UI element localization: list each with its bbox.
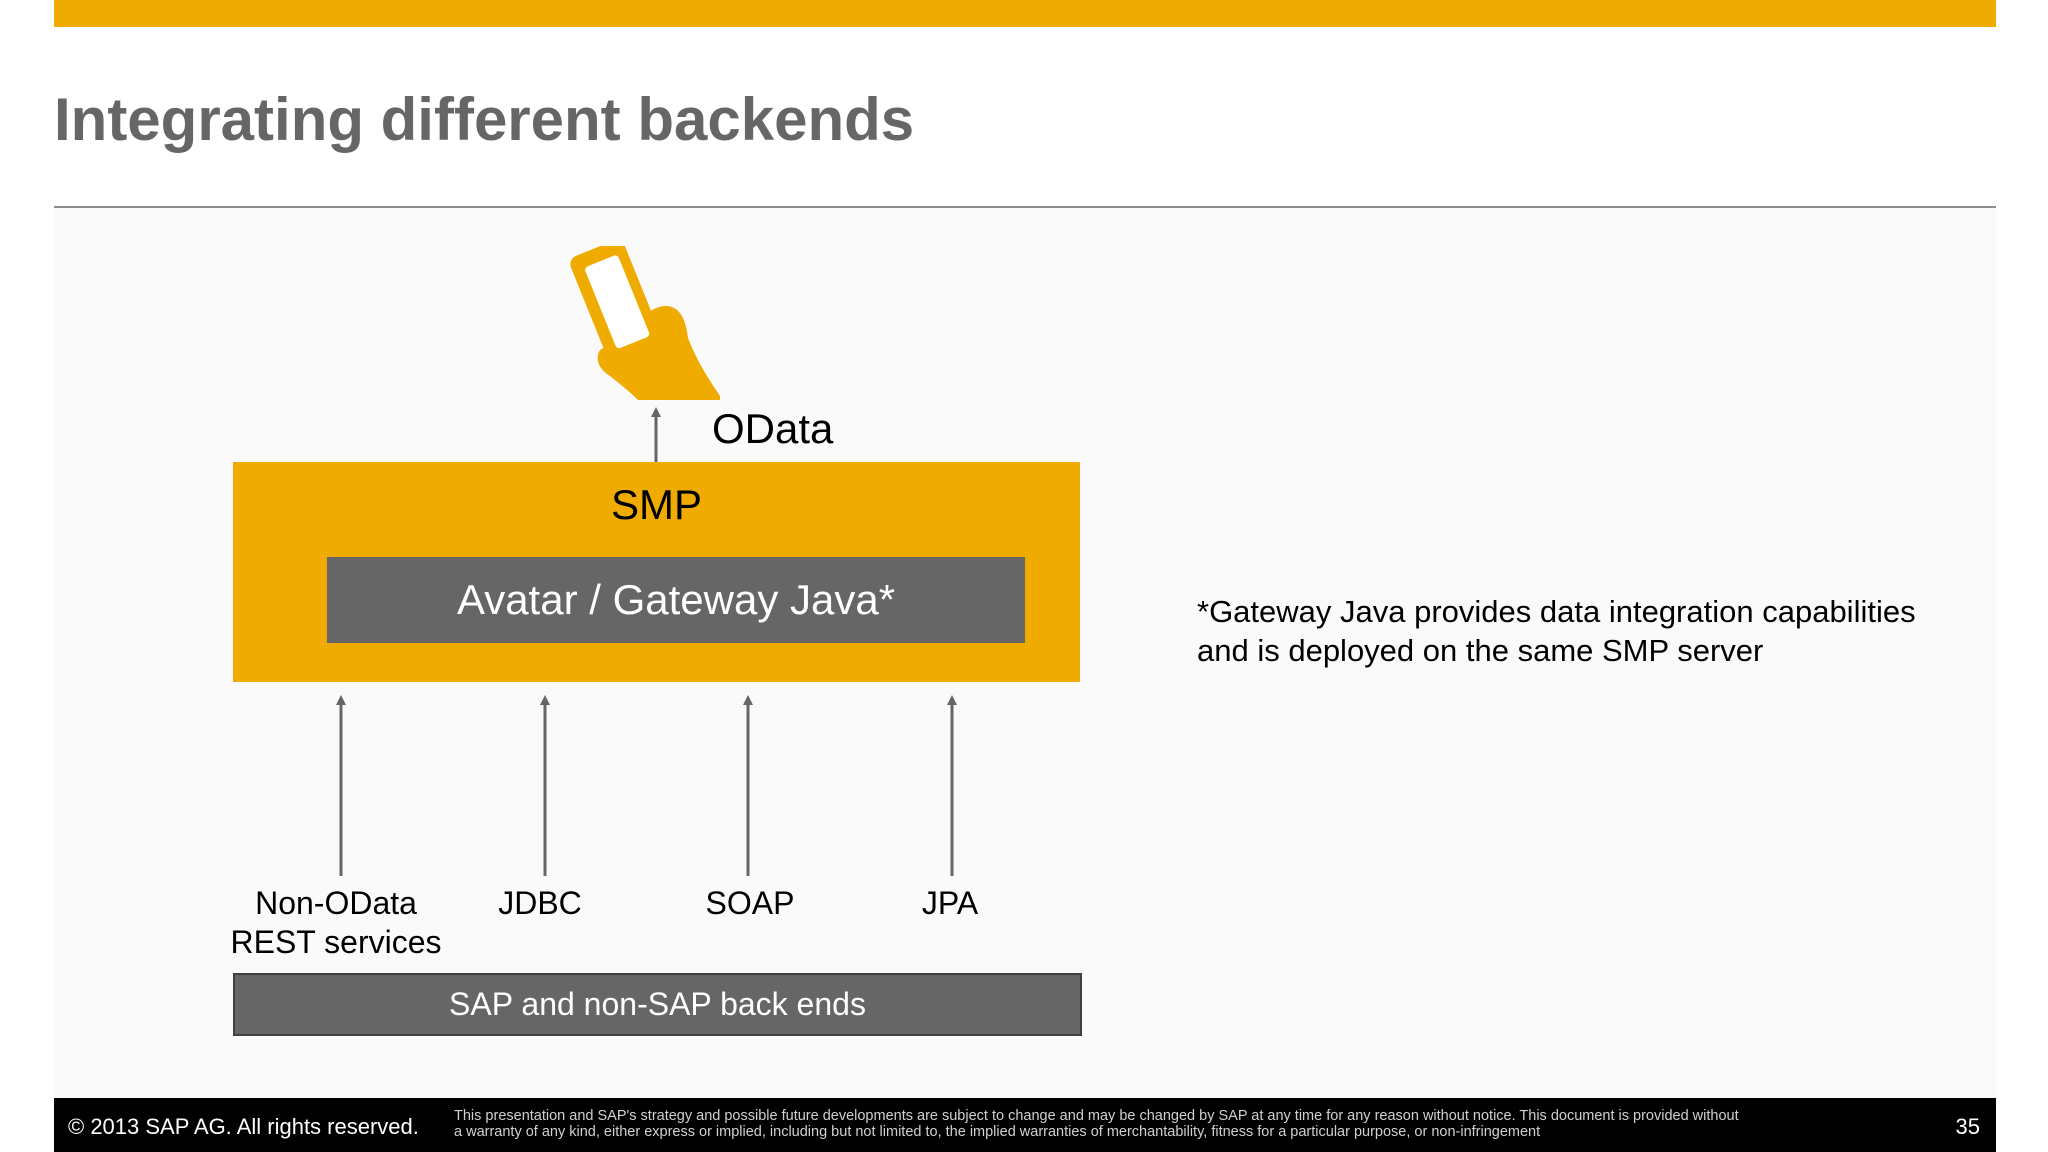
copyright: © 2013 SAP AG. All rights reserved. — [68, 1114, 419, 1139]
odata-label: OData — [712, 405, 834, 452]
disclaimer-line1: This presentation and SAP's strategy and… — [454, 1108, 1739, 1124]
smp-label: SMP — [610, 481, 702, 528]
footnote-line2: and is deployed on the same SMP server — [1197, 633, 1764, 668]
source-label-jdbc: JDBC — [498, 885, 582, 921]
gateway-java-box: Avatar / Gateway Java* — [327, 557, 1025, 643]
source-label-rest-line2: REST services — [230, 924, 442, 960]
source-label-rest: Non-OData REST services — [216, 884, 456, 962]
footer-bar — [54, 1098, 1996, 1152]
page-number: 35 — [1955, 1114, 1980, 1139]
top-accent-bar — [54, 0, 1996, 27]
source-label-rest-line1: Non-OData — [255, 885, 417, 921]
disclaimer-line2: a warranty of any kind, either express o… — [454, 1124, 1541, 1140]
disclaimer: This presentation and SAP's strategy and… — [454, 1108, 1874, 1140]
backends-box: SAP and non-SAP back ends — [233, 973, 1082, 1036]
hand-holding-phone-icon — [570, 246, 720, 400]
source-label-soap: SOAP — [705, 885, 795, 921]
footnote-line1: *Gateway Java provides data integration … — [1197, 594, 1916, 629]
slide-title: Integrating different backends — [54, 86, 915, 153]
title-divider — [54, 206, 1996, 208]
gateway-footnote: *Gateway Java provides data integration … — [1197, 592, 1987, 670]
source-label-jpa: JPA — [921, 885, 979, 921]
